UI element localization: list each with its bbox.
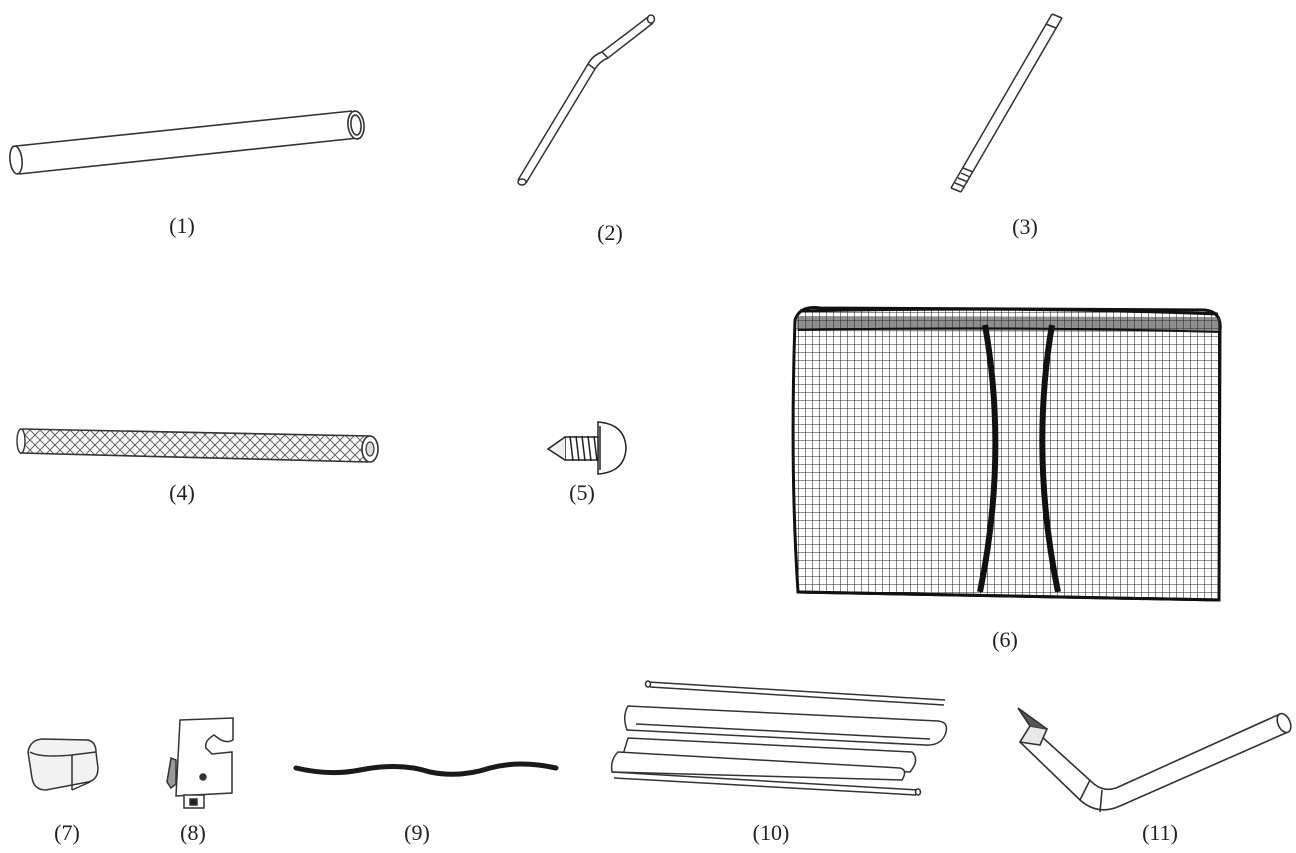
net-sleeves-icon <box>610 680 948 796</box>
label-part-2: (2) <box>597 220 623 245</box>
label-part-6: (6) <box>992 627 1018 652</box>
label-part-9: (9) <box>404 820 430 845</box>
clip-bracket-icon <box>166 717 234 809</box>
label-part-10: (10) <box>753 820 790 845</box>
hex-key-icon <box>1017 707 1292 813</box>
straight-tube-icon <box>9 110 365 175</box>
label-part-7: (7) <box>54 820 80 845</box>
curved-pole-icon <box>517 14 656 186</box>
label-part-3: (3) <box>1012 214 1038 239</box>
label-part-11: (11) <box>1142 820 1178 845</box>
screw-icon <box>546 421 627 475</box>
label-part-1: (1) <box>169 213 195 238</box>
label-part-4: (4) <box>169 480 195 505</box>
label-part-5: (5) <box>569 480 595 505</box>
threaded-rod-icon <box>950 13 1063 193</box>
foam-padding-icon <box>16 428 379 463</box>
safety-net-icon <box>791 306 1222 602</box>
end-cap-icon <box>27 738 99 791</box>
cord-icon <box>293 761 559 777</box>
label-part-8: (8) <box>180 820 206 845</box>
